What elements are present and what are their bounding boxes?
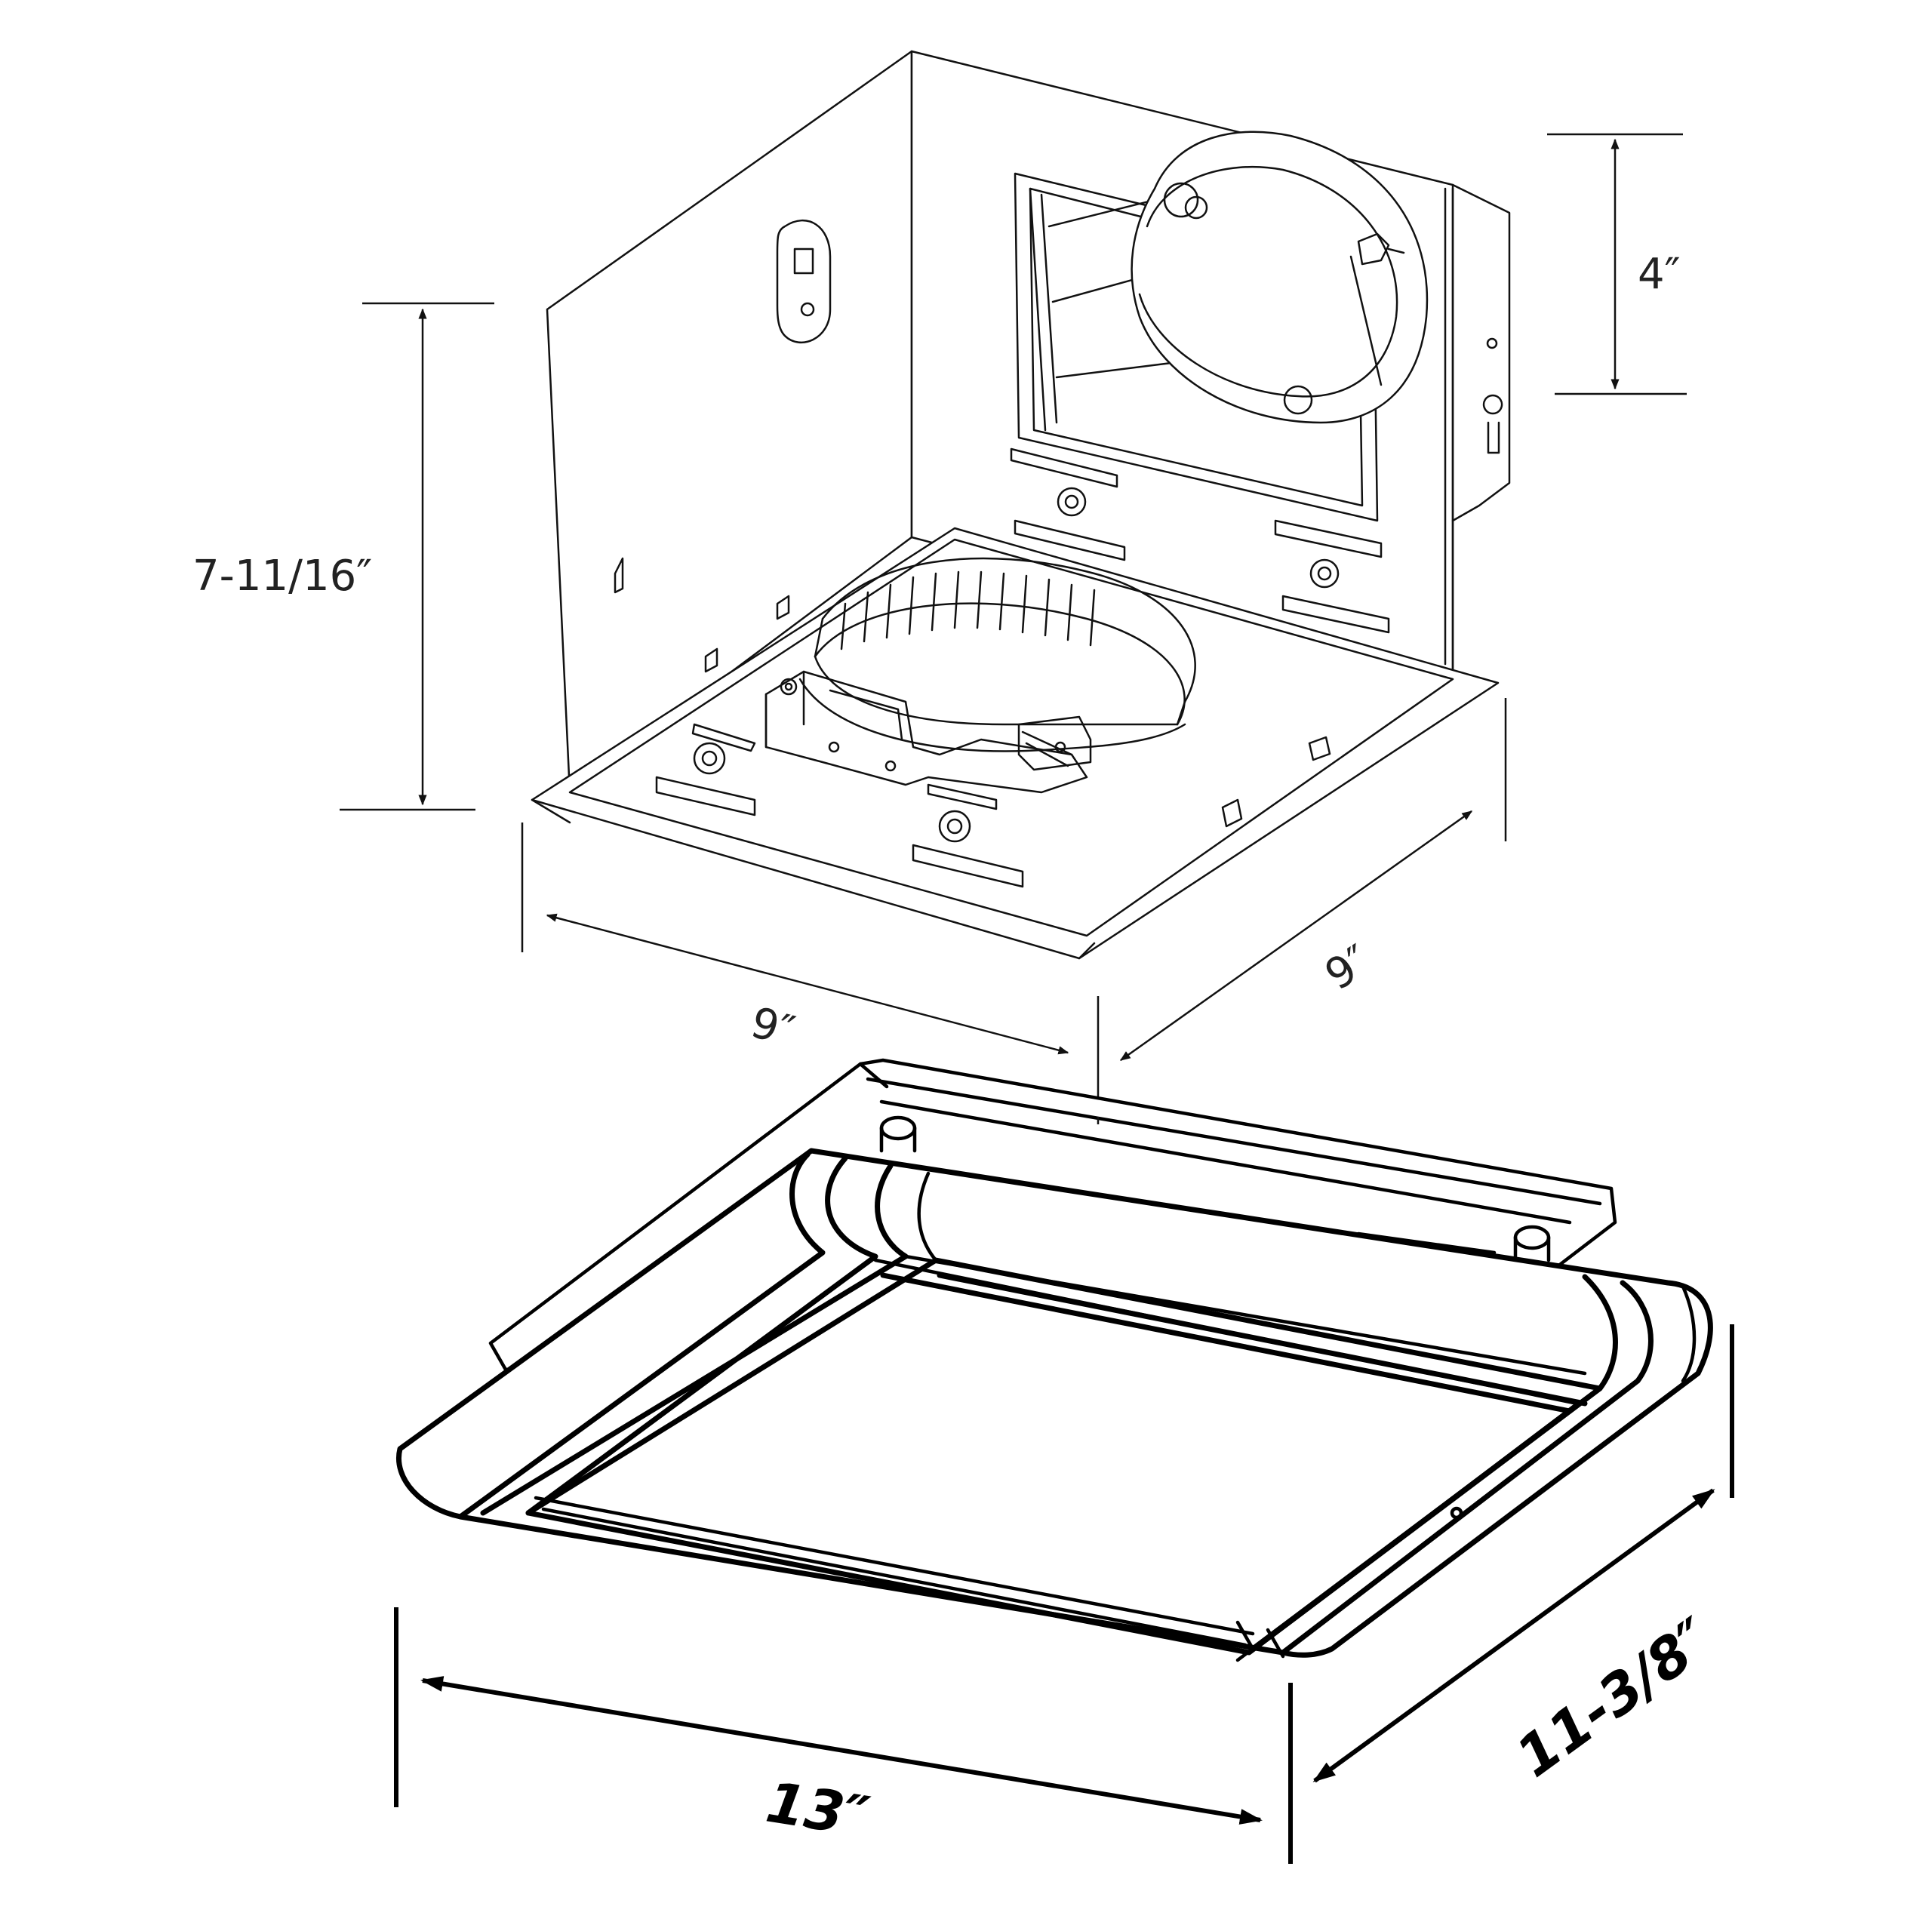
collar-height-label: 4″ <box>1638 250 1681 299</box>
fan-housing <box>531 50 1511 960</box>
screw-icon <box>938 810 971 843</box>
duct-collar <box>1131 131 1429 424</box>
collar-height-dimension: 4″ <box>1547 133 1687 395</box>
knockout-icon <box>776 219 832 344</box>
grille-mounting-post <box>879 1115 917 1153</box>
grille <box>396 1058 1713 1662</box>
screw-icon <box>1309 558 1340 589</box>
housing-mounting-strip <box>1451 183 1511 522</box>
mounting-slot <box>1281 595 1390 634</box>
collar-screw-icon <box>1184 195 1208 220</box>
collar-screw-icon <box>1163 182 1199 218</box>
mounting-slot <box>1014 519 1126 561</box>
grille-width-dimension: 13″ <box>394 1607 1293 1864</box>
housing-width-label: 9″ <box>746 998 799 1056</box>
receptacle-icon <box>1017 715 1092 771</box>
grille-depth-label: 11-3/8″ <box>1505 1606 1724 1790</box>
side-tab-icon <box>614 557 624 594</box>
housing-height-label: 7-11/16″ <box>192 552 372 601</box>
damper-clip-icon <box>1357 232 1405 266</box>
mounting-slot <box>1274 519 1383 558</box>
grille-width-label: 13″ <box>762 1770 874 1850</box>
motor-bracket <box>764 670 1092 794</box>
grille-mounting-post <box>1513 1225 1551 1262</box>
mounting-slot <box>912 844 1024 888</box>
housing-height-dimension: 7-11/16″ <box>192 302 494 811</box>
mounting-slot <box>691 723 756 752</box>
mounting-slot <box>1010 447 1118 488</box>
mounting-slot <box>655 776 756 816</box>
housing-depth-label: 9″ <box>1317 936 1380 1000</box>
screw-icon <box>693 742 726 775</box>
blower-wheel <box>798 557 1196 752</box>
keyhole-slot-icon <box>1482 394 1503 454</box>
screw-icon <box>1057 487 1087 517</box>
housing-bottom-flange <box>531 527 1500 960</box>
mounting-slot <box>927 783 998 810</box>
collar-screw-icon <box>1283 385 1313 415</box>
